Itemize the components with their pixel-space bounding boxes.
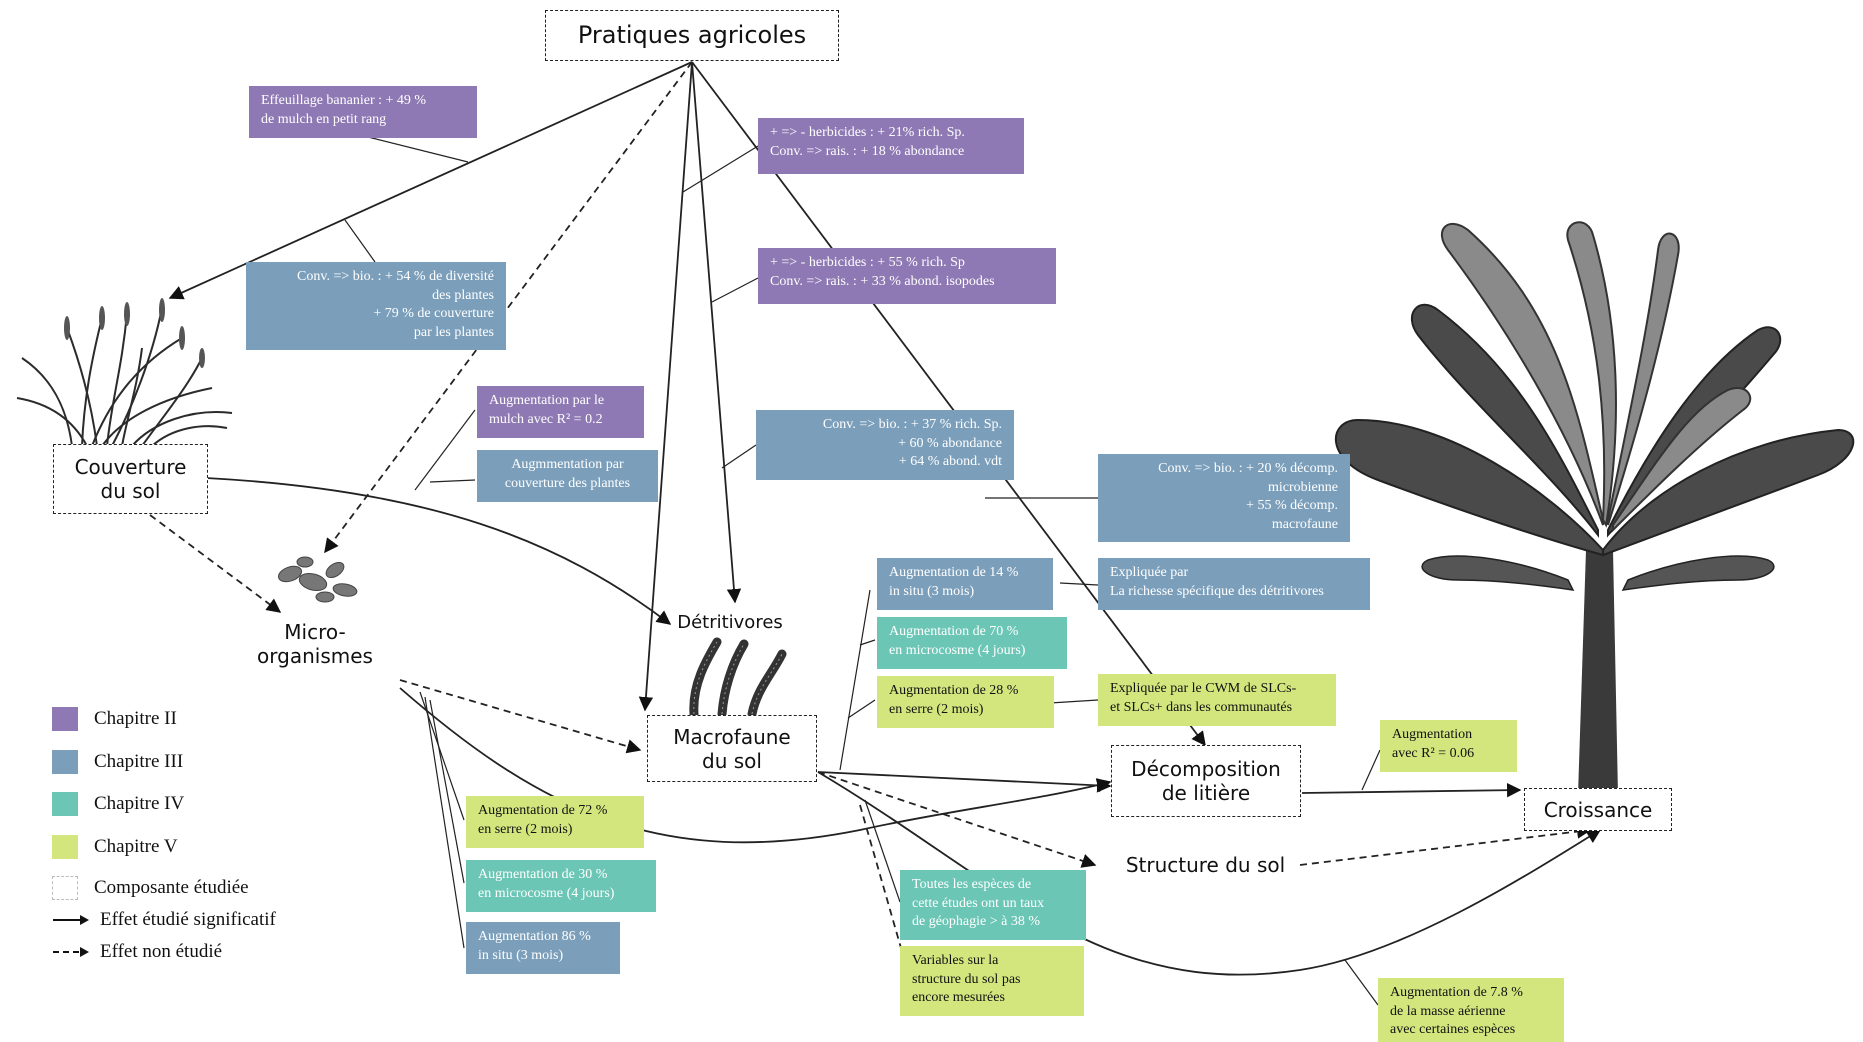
arrow-pratiques-detritivores [691, 61, 742, 604]
dash-macrofaune-variables [859, 804, 906, 963]
dash-structure-croissance [1299, 824, 1592, 866]
dash-micro-macrofaune [399, 679, 642, 754]
legend-item-chap4: Chapitre IV [52, 790, 184, 818]
annotation-aug-72: Augmentation de 72 % en serre (2 mois) [466, 796, 644, 848]
microbes-illustration [277, 556, 358, 603]
annotation-expliquee-richesse: Expliquée par La richesse spécifique des… [1098, 558, 1370, 610]
dash-pratiques-micro [324, 61, 693, 554]
node-pratiques-agricoles: Pratiques agricoles [545, 10, 839, 61]
annotation-conv-bio-plantes: Conv. => bio. : + 54 % de diversité des … [246, 262, 506, 350]
node-macrofaune-du-sol: Macrofaune du sol [647, 715, 817, 782]
arrow-pratiques-decomposition [691, 61, 1206, 747]
node-structure-du-sol: Structure du sol [1125, 853, 1286, 877]
annotation-variables: Variables sur la structure du sol pas en… [900, 946, 1084, 1016]
legend-item-chap3: Chapitre III [52, 748, 183, 776]
solid-arrow-icon [53, 915, 89, 925]
legend-label-chap3: Chapitre III [94, 751, 184, 772]
banana-plant-illustration [1335, 221, 1855, 795]
grass-illustration [16, 298, 233, 447]
arrow-micro-decomposition [399, 687, 1112, 844]
legend-label-significatif: Effet étudié significatif [100, 909, 276, 930]
legend-item-chap2: Chapitre II [52, 705, 177, 733]
legend-label-non-etudie: Effet non étudié [100, 941, 223, 962]
annotation-geophagie: Toutes les espèces de cette études ont u… [900, 870, 1086, 940]
legend-item-significatif: Effet étudié significatif [52, 906, 276, 934]
node-croissance: Croissance [1524, 788, 1672, 831]
legend-swatch-chap3 [52, 750, 78, 774]
annotation-effeuillage: Effeuillage bananier : + 49 % de mulch e… [249, 86, 477, 138]
millipede-illustration [689, 637, 787, 716]
annotation-conv-bio-macro: Conv. => bio. : + 37 % rich. Sp. + 60 % … [756, 410, 1014, 480]
annotation-conv-bio-decomp: Conv. => bio. : + 20 % décomp. microbien… [1098, 454, 1350, 542]
legend-label-chap2: Chapitre II [94, 708, 177, 729]
annotation-aug-70: Augmentation de 70 % en microcosme (4 jo… [877, 617, 1067, 669]
legend-label-chap4: Chapitre IV [94, 793, 185, 814]
legend-label-composante: Composante étudiée [94, 877, 249, 898]
legend-label-chap5: Chapitre V [94, 836, 178, 857]
annotation-aug-78: Augmentation de 7.8 % de la masse aérien… [1378, 978, 1564, 1042]
arrow-macrofaune-croissance [817, 771, 1602, 976]
annotation-aug-14: Augmentation de 14 % in situ (3 mois) [877, 558, 1053, 610]
dash-macrofaune-structure [817, 771, 1097, 868]
annotation-leaders [344, 134, 1381, 1006]
annotation-aug-r2-006: Augmentation avec R² = 0.06 [1380, 720, 1517, 772]
node-decomposition-litiere: Décomposition de litière [1111, 745, 1301, 817]
arrow-decomposition-croissance [1301, 782, 1522, 798]
arrow-pratiques-couverture [168, 61, 693, 300]
legend-swatch-chap2 [52, 707, 78, 731]
legend-swatch-chap4 [52, 792, 78, 816]
dash-couverture-micro [149, 514, 282, 613]
node-detritivores: Détritivores [677, 612, 783, 633]
node-micro-organismes: Micro- organismes [257, 620, 373, 668]
legend-item-composante: Composante étudiée [52, 874, 249, 902]
significant-effect-arrows [168, 61, 1602, 976]
annotation-aug-86: Augmentation 86 % in situ (3 mois) [466, 922, 620, 974]
arrow-macrofaune-decomposition [817, 771, 1112, 793]
arrow-pratiques-macrofaune-a [638, 61, 693, 712]
annotation-aug-couverture: Augmmentation par couverture des plantes [477, 450, 658, 502]
non-studied-effect-arrows [149, 61, 1592, 963]
legend-item-non-etudie: Effet non étudié [52, 938, 222, 966]
dashed-arrow-icon [53, 947, 89, 957]
legend-item-chap5: Chapitre V [52, 833, 178, 861]
annotation-aug-30: Augmentation de 30 % en microcosme (4 jo… [466, 860, 656, 912]
annotation-herbicides-1: + => - herbicides : + 21% rich. Sp. Conv… [758, 118, 1024, 174]
legend-swatch-composante [52, 876, 78, 900]
arrow-couverture-detritivores [205, 477, 672, 625]
annotation-herbicides-2: + => - herbicides : + 55 % rich. Sp Conv… [758, 248, 1056, 304]
node-couverture-du-sol: Couverture du sol [53, 444, 208, 514]
annotation-aug-28: Augmentation de 28 % en serre (2 mois) [877, 676, 1054, 728]
annotation-aug-mulch: Augmentation par le mulch avec R² = 0.2 [477, 386, 644, 438]
legend-swatch-chap5 [52, 835, 78, 859]
annotation-expliquee-cwm: Expliquée par le CWM de SLCs- et SLCs+ d… [1098, 674, 1336, 726]
